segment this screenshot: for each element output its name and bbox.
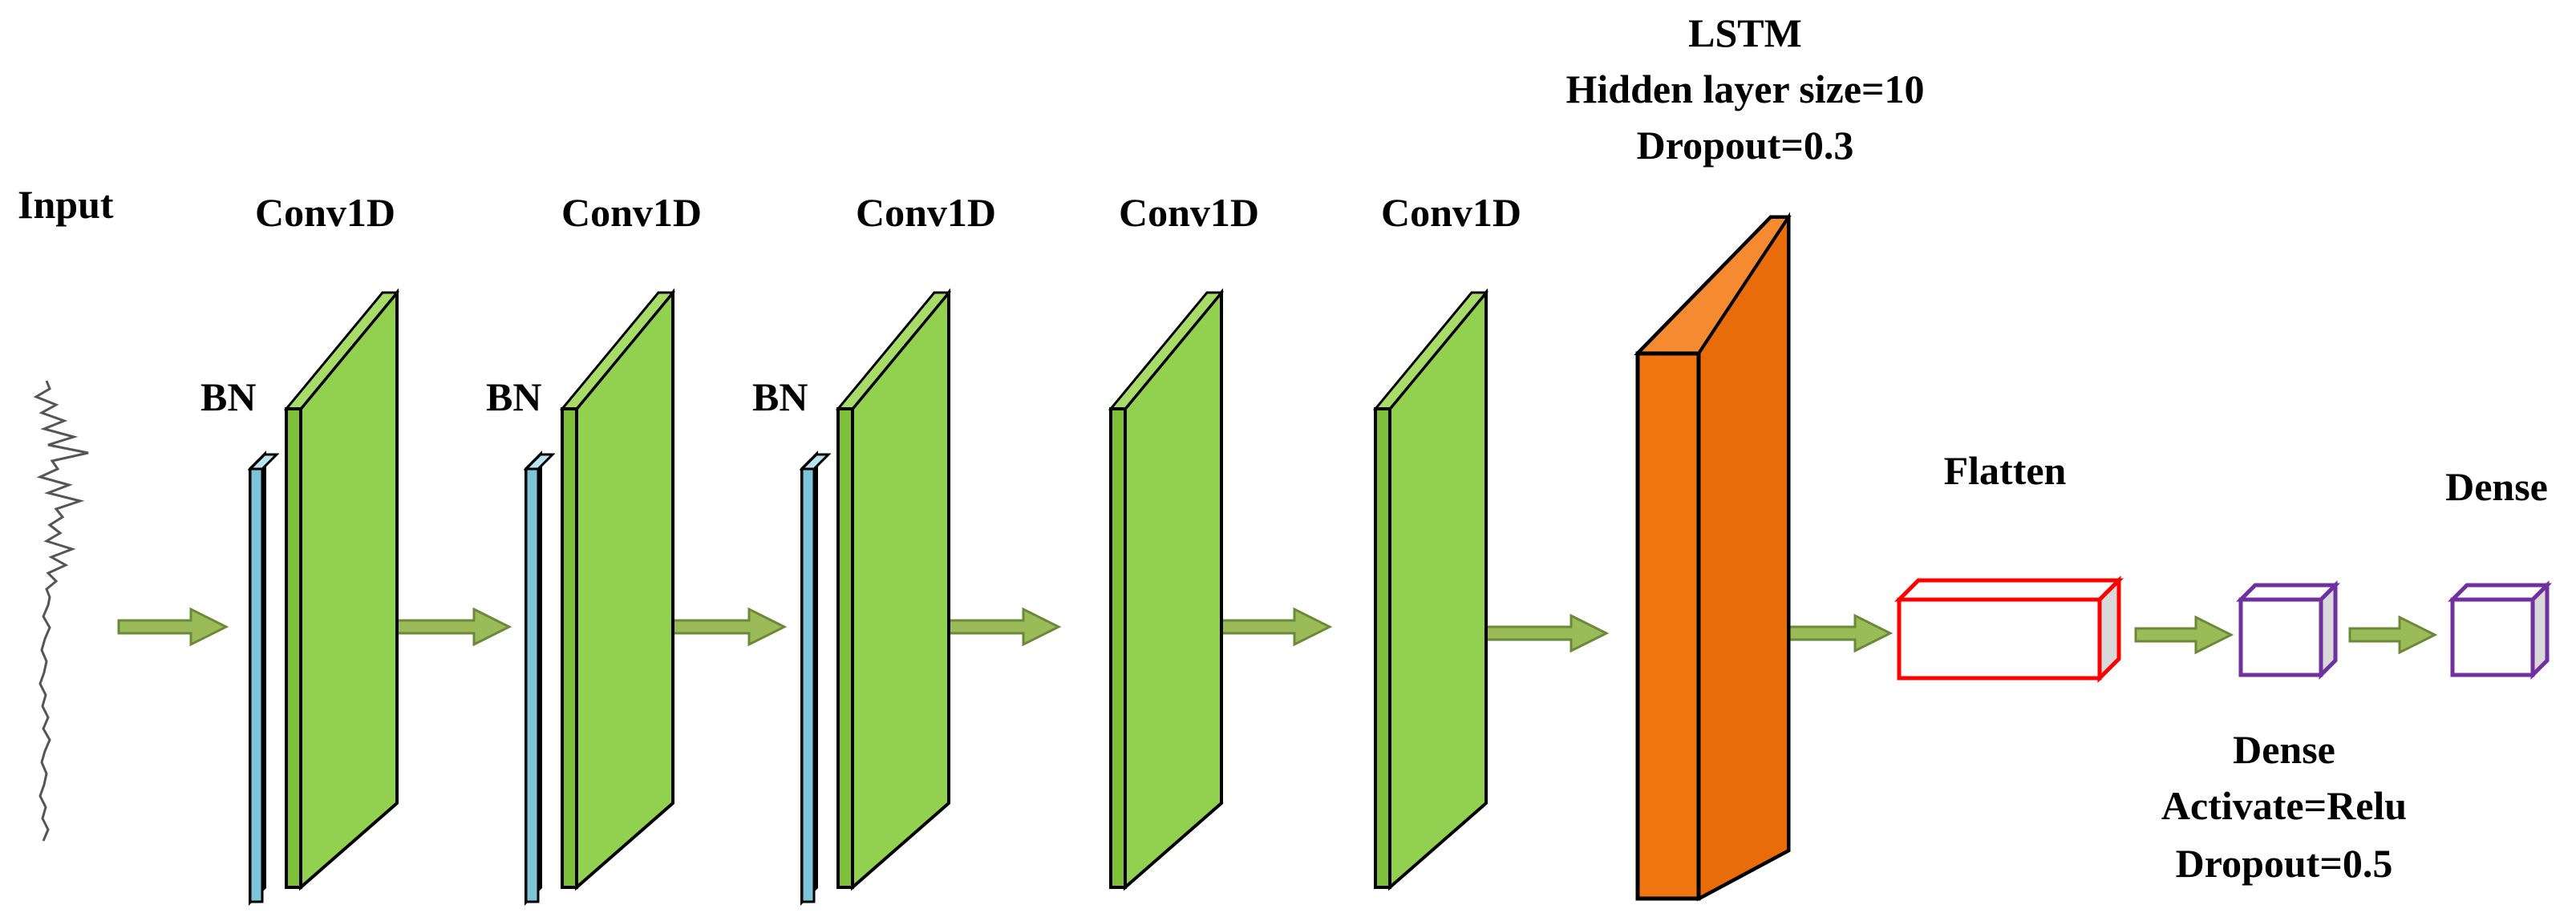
input-signal xyxy=(33,380,89,842)
conv1d-label-4: Conv1D xyxy=(1119,190,1259,235)
flow-arrow xyxy=(117,607,229,647)
dense-dropout: Dropout=0.5 xyxy=(2176,841,2393,886)
conv1d-layer-4 xyxy=(1108,288,1225,891)
lstm-hidden-size: Hidden layer size=10 xyxy=(1566,67,1925,111)
flow-arrow xyxy=(2134,615,2234,655)
bn-layer-1 xyxy=(247,450,280,906)
conv1d-layer-1 xyxy=(283,288,400,891)
bn-label-3: BN xyxy=(752,374,808,419)
conv1d-layer-3 xyxy=(835,288,952,891)
input-label: Input xyxy=(18,182,114,227)
arrows-group xyxy=(117,607,2438,655)
dense-activate: Activate=Relu xyxy=(2161,783,2407,828)
conv-front-face xyxy=(836,407,854,889)
conv1d-label-5: Conv1D xyxy=(1381,190,1521,235)
conv1d-layer-2 xyxy=(559,288,676,891)
bn-layer-3 xyxy=(799,450,832,906)
conv1d-label-3: Conv1D xyxy=(856,190,996,235)
conv1d-label-2: Conv1D xyxy=(561,190,702,235)
lstm-title: LSTM xyxy=(1688,10,1802,55)
flow-arrow xyxy=(2348,615,2438,655)
input-waveform xyxy=(33,380,89,842)
lstm-dropout: Dropout=0.3 xyxy=(1637,123,1854,168)
conv1d-layer-5 xyxy=(1372,288,1489,891)
conv-front-face xyxy=(285,407,302,889)
bn-label-1: BN xyxy=(200,374,256,419)
dense-label-top: Dense xyxy=(2445,464,2548,509)
bn-label-2: BN xyxy=(486,374,541,419)
conv1d-label-1: Conv1D xyxy=(255,190,395,235)
conv-front-face xyxy=(1374,407,1391,889)
dense-box-2 xyxy=(2447,580,2553,681)
flatten-label: Flatten xyxy=(1944,448,2067,493)
bn-layer-2 xyxy=(523,450,556,906)
dense-box-1 xyxy=(2235,580,2341,681)
conv-front-face xyxy=(561,407,578,889)
lstm-block xyxy=(1634,212,1792,902)
flatten-box xyxy=(1894,575,2124,684)
dense-mid-title: Dense xyxy=(2233,727,2335,772)
conv-front-face xyxy=(1109,407,1127,889)
